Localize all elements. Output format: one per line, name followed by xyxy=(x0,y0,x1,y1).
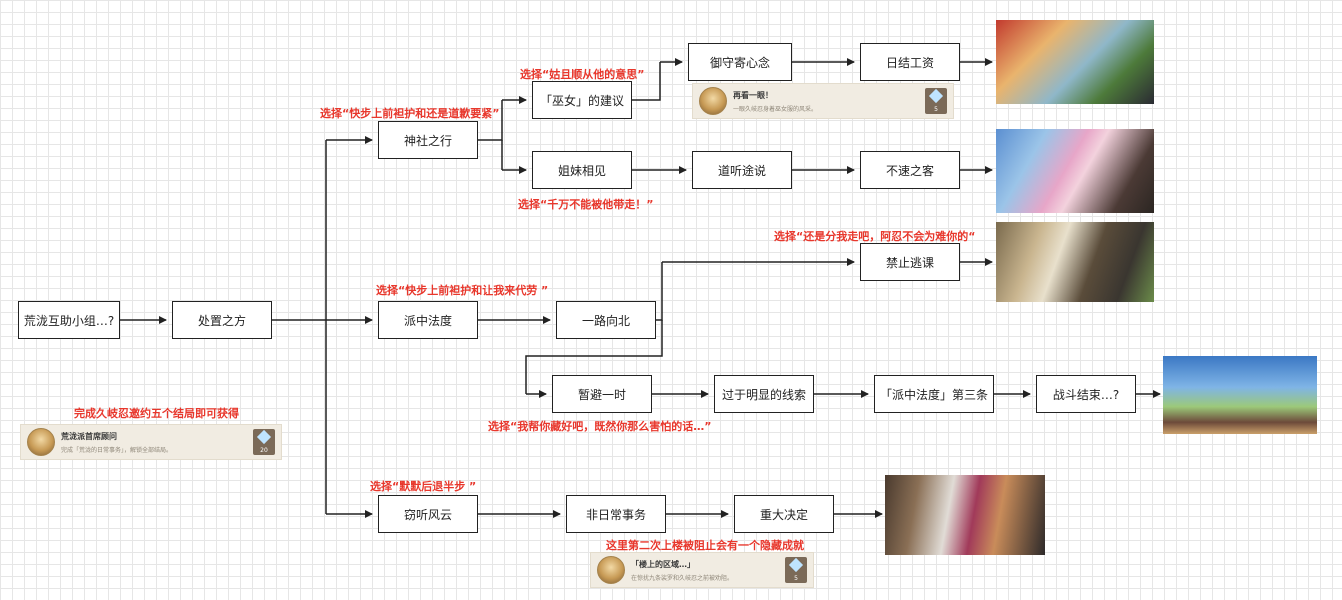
label-choose-take-blame: 选择“快步上前袒护和让我来代劳 ” xyxy=(376,284,549,297)
achievement-medal-icon xyxy=(699,87,727,115)
node-daily-pay[interactable]: 日结工资 xyxy=(860,43,960,81)
node-uninvited[interactable]: 不速之客 xyxy=(860,151,960,189)
gem-count: 20 xyxy=(260,447,268,454)
achievement-medal-icon xyxy=(27,428,55,456)
primogem-icon: 5 xyxy=(925,88,947,114)
achievement-card-upstairs: 「楼上的区域…」 在惊扰九条裟罗和久岐忍之前被劝阻。 5 xyxy=(590,552,814,588)
note-hidden-achievement: 这里第二次上楼被阻止会有一个隐藏成就 xyxy=(606,539,804,552)
node-gang-law[interactable]: 派中法度 xyxy=(378,301,478,339)
label-choose-hide: 选择“我帮你藏好吧，既然你那么害怕的话…” xyxy=(488,420,712,433)
ending-screenshot-2[interactable] xyxy=(996,129,1154,213)
node-no-skip[interactable]: 禁止逃课 xyxy=(860,243,960,281)
ending-screenshot-1[interactable] xyxy=(996,20,1154,104)
achievement-desc: 完成「荒泷的日常事务」，解锁全部结局。 xyxy=(61,446,173,454)
connector-north-split xyxy=(656,262,663,321)
node-shrine[interactable]: 神社之行 xyxy=(378,121,478,159)
connector-north-down xyxy=(525,320,663,394)
achievement-card-advisor: 荒泷派首席顾问 完成「荒泷的日常事务」，解锁全部结局。 20 xyxy=(20,424,282,460)
note-complete-endings: 完成久岐忍邀约五个结局即可获得 xyxy=(74,407,239,420)
node-handle[interactable]: 处置之方 xyxy=(172,301,272,339)
achievement-medal-icon xyxy=(597,556,625,584)
label-choose-no-take: 选择“千万不能被他带走！” xyxy=(518,198,654,211)
node-overhear[interactable]: 窃听风云 xyxy=(378,495,478,533)
node-clue[interactable]: 过于明显的线索 xyxy=(714,375,814,413)
node-rumor[interactable]: 道听途说 xyxy=(692,151,792,189)
ending-screenshot-5[interactable] xyxy=(885,475,1045,555)
gem-count: 5 xyxy=(794,575,798,582)
node-miko-advice[interactable]: 「巫女」的建议 xyxy=(532,81,632,119)
node-hide[interactable]: 暂避一时 xyxy=(552,375,652,413)
primogem-icon: 5 xyxy=(785,557,807,583)
node-decision[interactable]: 重大决定 xyxy=(734,495,834,533)
node-sisters[interactable]: 姐妹相见 xyxy=(532,151,632,189)
achievement-card-again: 再看一眼！ 一眼久岐忍身着巫女服的风采。 5 xyxy=(692,83,954,119)
label-choose-separate: 选择“还是分我走吧，阿忍不会为难你的“ xyxy=(774,230,976,243)
achievement-title: 「楼上的区域…」 xyxy=(631,559,695,569)
label-choose-follow: 选择“姑且顺从他的意思” xyxy=(520,68,645,81)
achievement-title: 再看一眼！ xyxy=(733,90,773,100)
achievement-title: 荒泷派首席顾问 xyxy=(61,431,117,441)
node-north[interactable]: 一路向北 xyxy=(556,301,656,339)
node-oath[interactable]: 御守寄心念 xyxy=(688,43,792,81)
node-unusual[interactable]: 非日常事务 xyxy=(566,495,666,533)
primogem-icon: 20 xyxy=(253,429,275,455)
label-choose-shrine: 选择“快步上前袒护和还是道歉要紧” xyxy=(320,107,500,120)
ending-screenshot-3[interactable] xyxy=(996,222,1154,302)
connector-miko-oath xyxy=(632,62,661,101)
ending-screenshot-4[interactable] xyxy=(1163,356,1317,434)
achievement-desc: 在惊扰九条裟罗和久岐忍之前被劝阻。 xyxy=(631,574,734,582)
node-start[interactable]: 荒泷互助小组…? xyxy=(18,301,120,339)
node-rule3[interactable]: 「派中法度」第三条 xyxy=(874,375,994,413)
node-battle-end[interactable]: 战斗结束…? xyxy=(1036,375,1136,413)
gem-count: 5 xyxy=(934,106,938,113)
achievement-desc: 一眼久岐忍身着巫女服的风采。 xyxy=(733,105,818,113)
label-choose-retreat: 选择“默默后退半步 ” xyxy=(370,480,477,493)
